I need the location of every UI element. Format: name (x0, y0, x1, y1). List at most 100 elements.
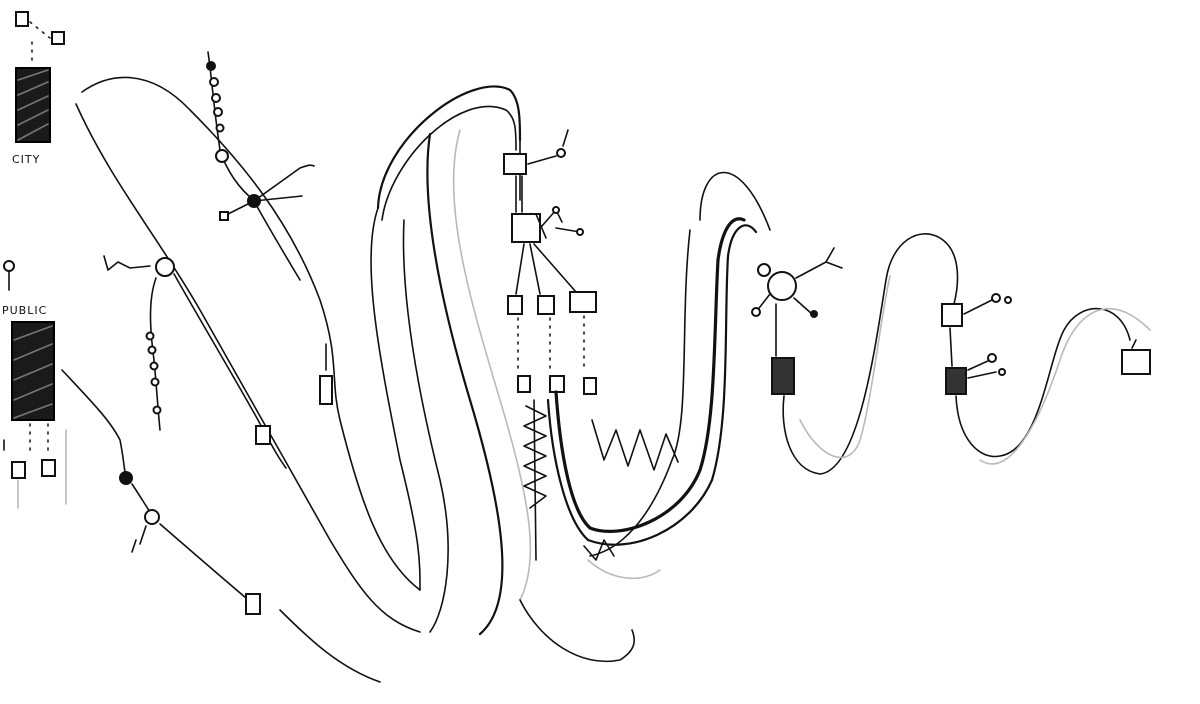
square-marker (503, 153, 527, 175)
double-connector (515, 175, 523, 213)
river-strand (589, 229, 691, 557)
bead-node (206, 61, 216, 71)
city-hatched-block (15, 67, 51, 143)
round-node (767, 271, 797, 301)
small-node (556, 148, 566, 158)
square-marker (319, 375, 333, 405)
bold-u-curve (546, 171, 771, 580)
river-strand (699, 171, 771, 231)
branch-line (253, 164, 315, 202)
hatch-lines (13, 325, 53, 419)
right-node-cluster (751, 233, 1151, 475)
vertical-strand (533, 399, 537, 561)
square-marker (537, 295, 555, 315)
branch-line (963, 299, 993, 315)
faint-strand (979, 307, 1151, 465)
river-strand (402, 219, 449, 633)
river-strand (376, 85, 522, 210)
small-square-marker (41, 459, 56, 477)
bold-strand (546, 224, 758, 546)
small-square-marker (517, 375, 531, 393)
bead-node (150, 377, 160, 387)
branch-line (253, 195, 303, 202)
hatch-lines (17, 69, 49, 141)
dotted-link (29, 21, 51, 39)
bead-node (213, 107, 223, 117)
flag-stroke (535, 213, 547, 239)
bead-chain-top (206, 51, 315, 281)
faint-strand (799, 275, 891, 459)
public-label: PUBLIC (2, 304, 47, 317)
river-bank-left-lower (75, 103, 421, 633)
small-square-marker (583, 377, 597, 395)
small-square-marker (11, 461, 26, 479)
faint-strand (587, 559, 661, 580)
round-node (144, 509, 160, 525)
bead-node (209, 77, 219, 87)
connector-line (949, 327, 953, 367)
river-strand (955, 307, 1131, 458)
small-node (751, 307, 761, 317)
zigzag-line (591, 419, 679, 471)
bead-node (149, 361, 159, 371)
chain-line (61, 369, 127, 477)
small-square-marker (15, 11, 29, 27)
round-node (155, 257, 175, 277)
branch-line (527, 155, 557, 165)
bead-node (147, 345, 157, 355)
center-node-cluster (503, 129, 597, 561)
bead-node (215, 149, 229, 163)
river-strand (519, 599, 635, 663)
chain-line (131, 483, 151, 513)
branch-line (541, 209, 581, 233)
small-node (552, 206, 560, 214)
bead-node (145, 331, 155, 341)
small-node (810, 310, 818, 318)
city-label: CITY (12, 153, 40, 166)
tick-mark (1131, 339, 1137, 349)
square-marker (507, 295, 523, 315)
public-block-group: PUBLIC (2, 260, 67, 509)
bead-node (152, 405, 162, 415)
small-node (757, 263, 771, 277)
river-bank-bottom (279, 609, 381, 683)
branch-line (515, 243, 577, 295)
square-marker (511, 213, 541, 243)
square-marker (245, 593, 261, 615)
river-strand (782, 233, 959, 475)
path-line (173, 273, 287, 469)
bead-node (119, 471, 133, 485)
city-block-group: CITY (12, 11, 65, 166)
faint-strand (452, 129, 532, 601)
small-square-marker (549, 375, 565, 393)
square-marker (255, 425, 271, 445)
small-node (987, 353, 997, 363)
dark-square-marker (771, 357, 795, 395)
small-square-marker (219, 211, 229, 221)
small-node (998, 368, 1006, 376)
small-node (1004, 296, 1012, 304)
bead-node (211, 93, 221, 103)
flag-marker (103, 255, 151, 271)
flag-node-group (103, 255, 287, 469)
bead-node (215, 123, 225, 133)
river-strand (381, 105, 517, 221)
river-strand (426, 132, 504, 636)
public-hatched-block (11, 321, 55, 421)
central-s-curve (370, 85, 635, 663)
branch-line (253, 200, 301, 281)
small-node (991, 293, 1001, 303)
bold-strand (554, 217, 746, 533)
river-bank-left-upper (81, 76, 421, 591)
lower-left-chain (61, 369, 261, 615)
chain-line (159, 523, 247, 599)
square-marker (941, 303, 963, 327)
branch-line (967, 359, 997, 379)
branch-line (562, 129, 569, 147)
chain-line (207, 51, 255, 201)
river-strand (370, 207, 421, 591)
branch-line (795, 247, 843, 279)
small-node (3, 260, 15, 272)
